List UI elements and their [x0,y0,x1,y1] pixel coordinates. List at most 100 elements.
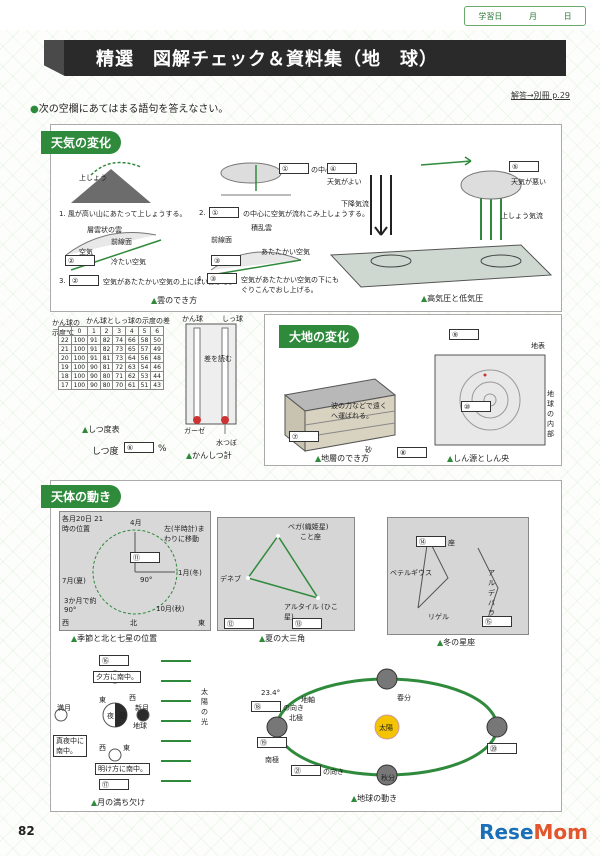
answer-box-11[interactable]: ⑪ [130,552,160,563]
evening-south-label: 夕方に南中。 [93,671,141,683]
updraft-label: 上しょう [79,174,107,182]
col-header: 1 [87,326,101,336]
spole-label: 南極 [265,756,279,764]
cell: 20 [58,353,72,363]
oct-label: 10月(秋) [156,605,185,613]
cell: 100 [70,353,89,363]
answer-box-21[interactable]: ㉑ [291,765,321,776]
resemom-logo: ReseMom [479,820,588,844]
direction-label-2: の向き [323,768,344,776]
npole-label: 北極 [289,714,303,722]
surface-label: 地表 [531,342,545,350]
answer-box-13[interactable]: ⑬ [292,618,322,629]
front-label: 前線面 [111,238,132,246]
answer-box-1b[interactable]: ① [209,207,239,218]
cell: 64 [125,353,139,363]
strata-caption: ▲地層のでき方 [315,453,369,464]
answer-box-7[interactable]: ⑦ [289,431,319,442]
full-moon-label: 満月 [57,704,71,712]
answer-box-3a[interactable]: ③ [211,255,241,266]
answer-box-17[interactable]: ⑰ [99,779,129,790]
answer-box-20[interactable]: ⑳ [487,743,517,754]
pot-label: 水つぼ [216,439,237,447]
cell: 81 [99,353,114,363]
arrow-up-icon: ▲ [315,454,322,463]
weather-caption-4b: 空気があたたかい空気の下にもぐりこんでおし上げる。 [241,276,339,294]
answer-box-14[interactable]: ⑭ [416,536,446,547]
col-header: 6 [150,326,164,336]
answer-box-8[interactable]: ⑧ [397,447,427,458]
north-label: 北 [130,619,137,627]
cell: 100 [70,344,89,354]
epicenter-caption-text: しん源としん央 [453,454,510,463]
cell: 17 [58,380,72,390]
east2-label: 東 [123,744,130,752]
cell: 82 [99,335,114,345]
answer-box-1[interactable]: ① [279,163,309,174]
force-label: 波の力などで遠くへ運ばれる。 [331,402,387,420]
answer-box-2[interactable]: ② [69,275,99,286]
cell: 50 [150,335,164,345]
cell: 44 [150,371,164,381]
answer-box-4[interactable]: ④ [327,163,357,174]
weather-caption-2b: の中心に空気が流れこみ上しょうする。 [243,210,369,218]
arrow-up-icon: ▲ [91,798,98,807]
summer-caption-text: 夏の大三角 [265,634,306,643]
answer-box-16[interactable]: ⑯ [99,655,129,666]
betelgeuse-label: ベテルギウス [390,569,432,577]
answer-box-18[interactable]: ⑱ [251,701,281,712]
answer-box-9[interactable]: ⑨ [449,329,479,340]
answer-box-10[interactable]: ⑩ [461,401,491,412]
cell: 91 [87,344,101,354]
summer-caption: ▲夏の大三角 [259,633,305,644]
altair-label: アルタイル (ひこ星) [284,603,338,621]
answer-box-15[interactable]: ⑮ [482,616,512,627]
page-number: 82 [18,824,35,838]
dipper-panel: 各月20日 21時の位置 4月 左(半時計)まわりに移動 ⑪ 1月(冬) 7月(… [59,511,211,631]
page-title: 精選 図解チェック＆資料集（地 球） [44,40,566,76]
cell: 90 [87,362,101,372]
answer-box-5[interactable]: ⑤ [509,161,539,172]
humidity-label: しつ度 [92,447,119,457]
cell: 53 [137,371,152,381]
cell: 80 [99,371,114,381]
weather-caption-3b: 空気があたたかい空気の上にはいあがる。 [103,278,236,286]
cell: 65 [125,344,139,354]
dipper-drawing [92,529,178,615]
cloud-caption-text: 雲のでき方 [157,296,198,305]
instruction: ●次の空欄にあてはまる語句を答えなさい。 [30,100,228,115]
cell: 73 [112,344,127,354]
weather-section: 天気の変化 [41,124,562,312]
answer-ref[interactable]: 解答→別冊 p.29 [510,91,570,100]
ground-plane [329,244,553,288]
answer-box-6[interactable]: ⑥ [124,442,154,453]
cell: 57 [137,344,152,354]
jul-label: 7月(夏) [62,577,86,585]
instruction-text: 次の空欄にあてはまる語句を答えなさい。 [38,104,229,115]
answer-box-19[interactable]: ⑲ [257,737,287,748]
cell: 80 [99,380,114,390]
angle-label: 90° [140,576,153,584]
cell: 19 [58,362,72,372]
answer-box-2a[interactable]: ② [65,255,95,266]
winter-caption-text: 冬の星座 [443,638,476,647]
study-date-box[interactable]: 学習日 月 日 [464,6,586,26]
cell: 70 [112,380,127,390]
answer-box-12[interactable]: ⑫ [224,618,254,629]
moon-caption: ▲月の満ち欠け [91,797,145,808]
cell: 22 [58,335,72,345]
arrow-up-icon: ▲ [421,294,428,303]
apr-label: 4月 [130,519,142,527]
logo-text-a: Rese [479,820,534,844]
wet-bulb-label: しっ球 [222,315,243,323]
percent-label: % [158,444,167,454]
col-header: 0 [70,326,89,336]
cell: 66 [125,335,139,345]
cell: 63 [125,362,139,372]
rigel-label: リゲル [428,613,449,621]
earth-label: 地球 [133,722,147,730]
answer-box-3[interactable]: ③ [207,273,237,284]
